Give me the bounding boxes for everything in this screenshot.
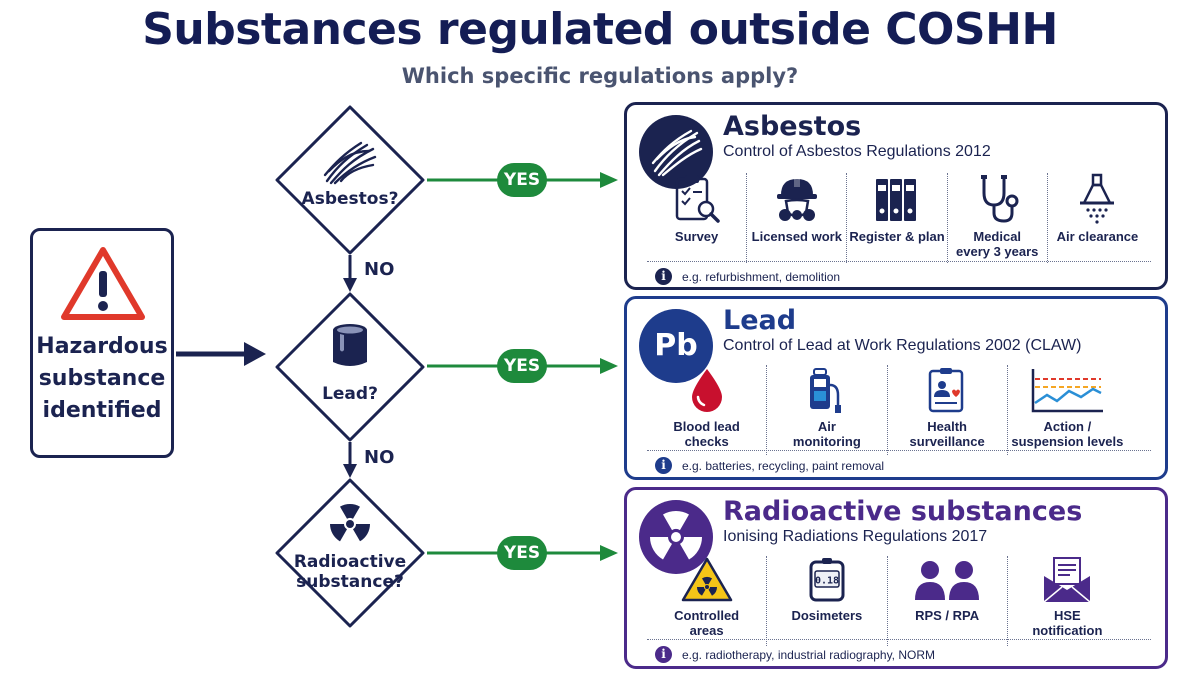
panel-asbestos-info: i e.g. refurbishment, demolition bbox=[647, 261, 1151, 285]
envelope-document-icon bbox=[1043, 557, 1091, 603]
radiation-icon bbox=[330, 504, 370, 542]
dosimeter-readout: 0.18 bbox=[815, 576, 839, 587]
item-rps-rpa: RPS / RPA bbox=[886, 556, 1007, 646]
lead-symbol-icon: Pb bbox=[639, 309, 713, 383]
decision-radioactive-label: Radioactive substance? bbox=[293, 552, 407, 592]
health-record-icon bbox=[928, 368, 964, 413]
asbestos-fibres-icon bbox=[323, 141, 377, 185]
binders-icon bbox=[876, 179, 916, 221]
decision-asbestos-label: Asbestos? bbox=[301, 189, 399, 209]
panel-lead-title: Lead bbox=[723, 305, 797, 336]
info-icon: i bbox=[655, 268, 672, 285]
no-label-lead: NO bbox=[364, 447, 395, 468]
start-box: Hazardous substance identified bbox=[30, 228, 174, 458]
air-extractor-icon bbox=[1080, 173, 1115, 224]
item-dosimeters: 0.18 Dosimeters bbox=[766, 556, 886, 646]
panel-radioactive-regulation: Ionising Radiations Regulations 2017 bbox=[723, 528, 988, 545]
panel-asbestos: Asbestos Control of Asbestos Regulations… bbox=[624, 102, 1168, 290]
radiation-warning-sign-icon bbox=[681, 557, 732, 602]
panel-asbestos-items: Survey Licensed work Register & plan bbox=[647, 173, 1147, 263]
line-graph-icon bbox=[1032, 369, 1104, 413]
yes-pill-lead: YES bbox=[497, 349, 547, 383]
item-action-levels: Action /suspension levels bbox=[1006, 365, 1127, 455]
paint-tin-icon bbox=[333, 324, 367, 366]
asbestos-fibres-icon bbox=[639, 115, 713, 189]
item-register-plan: Register & plan bbox=[846, 173, 946, 263]
decision-radioactive: Radioactive substance? bbox=[273, 476, 427, 630]
decision-lead-label: Lead? bbox=[322, 384, 378, 404]
panel-radioactive: Radioactive substances Ionising Radiatio… bbox=[624, 487, 1168, 669]
panel-radioactive-info: i e.g. radiotherapy, industrial radiogra… bbox=[647, 639, 1151, 663]
start-text: Hazardous substance identified bbox=[36, 334, 168, 423]
no-label-asbestos: NO bbox=[364, 259, 395, 280]
panel-asbestos-regulation: Control of Asbestos Regulations 2012 bbox=[723, 143, 991, 160]
panel-lead: Pb Lead Control of Lead at Work Regulati… bbox=[624, 296, 1168, 480]
decision-asbestos: Asbestos? bbox=[273, 103, 427, 257]
info-icon: i bbox=[655, 646, 672, 663]
panel-asbestos-title: Asbestos bbox=[723, 111, 862, 142]
info-icon: i bbox=[655, 457, 672, 474]
hardhat-respirator-icon bbox=[776, 177, 817, 221]
radiation-icon bbox=[639, 500, 713, 574]
page-title: Substances regulated outside COSHH bbox=[142, 4, 1058, 55]
yes-pill-radioactive: YES bbox=[497, 536, 547, 570]
dosimeter-icon: 0.18 bbox=[809, 558, 845, 602]
item-licensed-work: Licensed work bbox=[746, 173, 846, 263]
air-pump-icon bbox=[809, 368, 841, 413]
panel-lead-regulation: Control of Lead at Work Regulations 2002… bbox=[723, 337, 1082, 354]
panel-radioactive-title: Radioactive substances bbox=[723, 496, 1083, 527]
decision-lead: Lead? bbox=[273, 290, 427, 444]
warning-triangle-icon bbox=[61, 247, 145, 320]
item-survey: Survey bbox=[647, 173, 746, 263]
page-subtitle: Which specific regulations apply? bbox=[401, 64, 799, 88]
stethoscope-icon bbox=[981, 175, 1019, 223]
blood-drop-icon bbox=[691, 369, 722, 412]
people-icon bbox=[915, 561, 980, 600]
panel-lead-info: i e.g. batteries, recycling, paint remov… bbox=[647, 450, 1151, 474]
item-air-clearance: Air clearance bbox=[1046, 173, 1147, 263]
clipboard-magnifier-icon bbox=[675, 175, 720, 223]
yes-pill-asbestos: YES bbox=[497, 163, 547, 197]
